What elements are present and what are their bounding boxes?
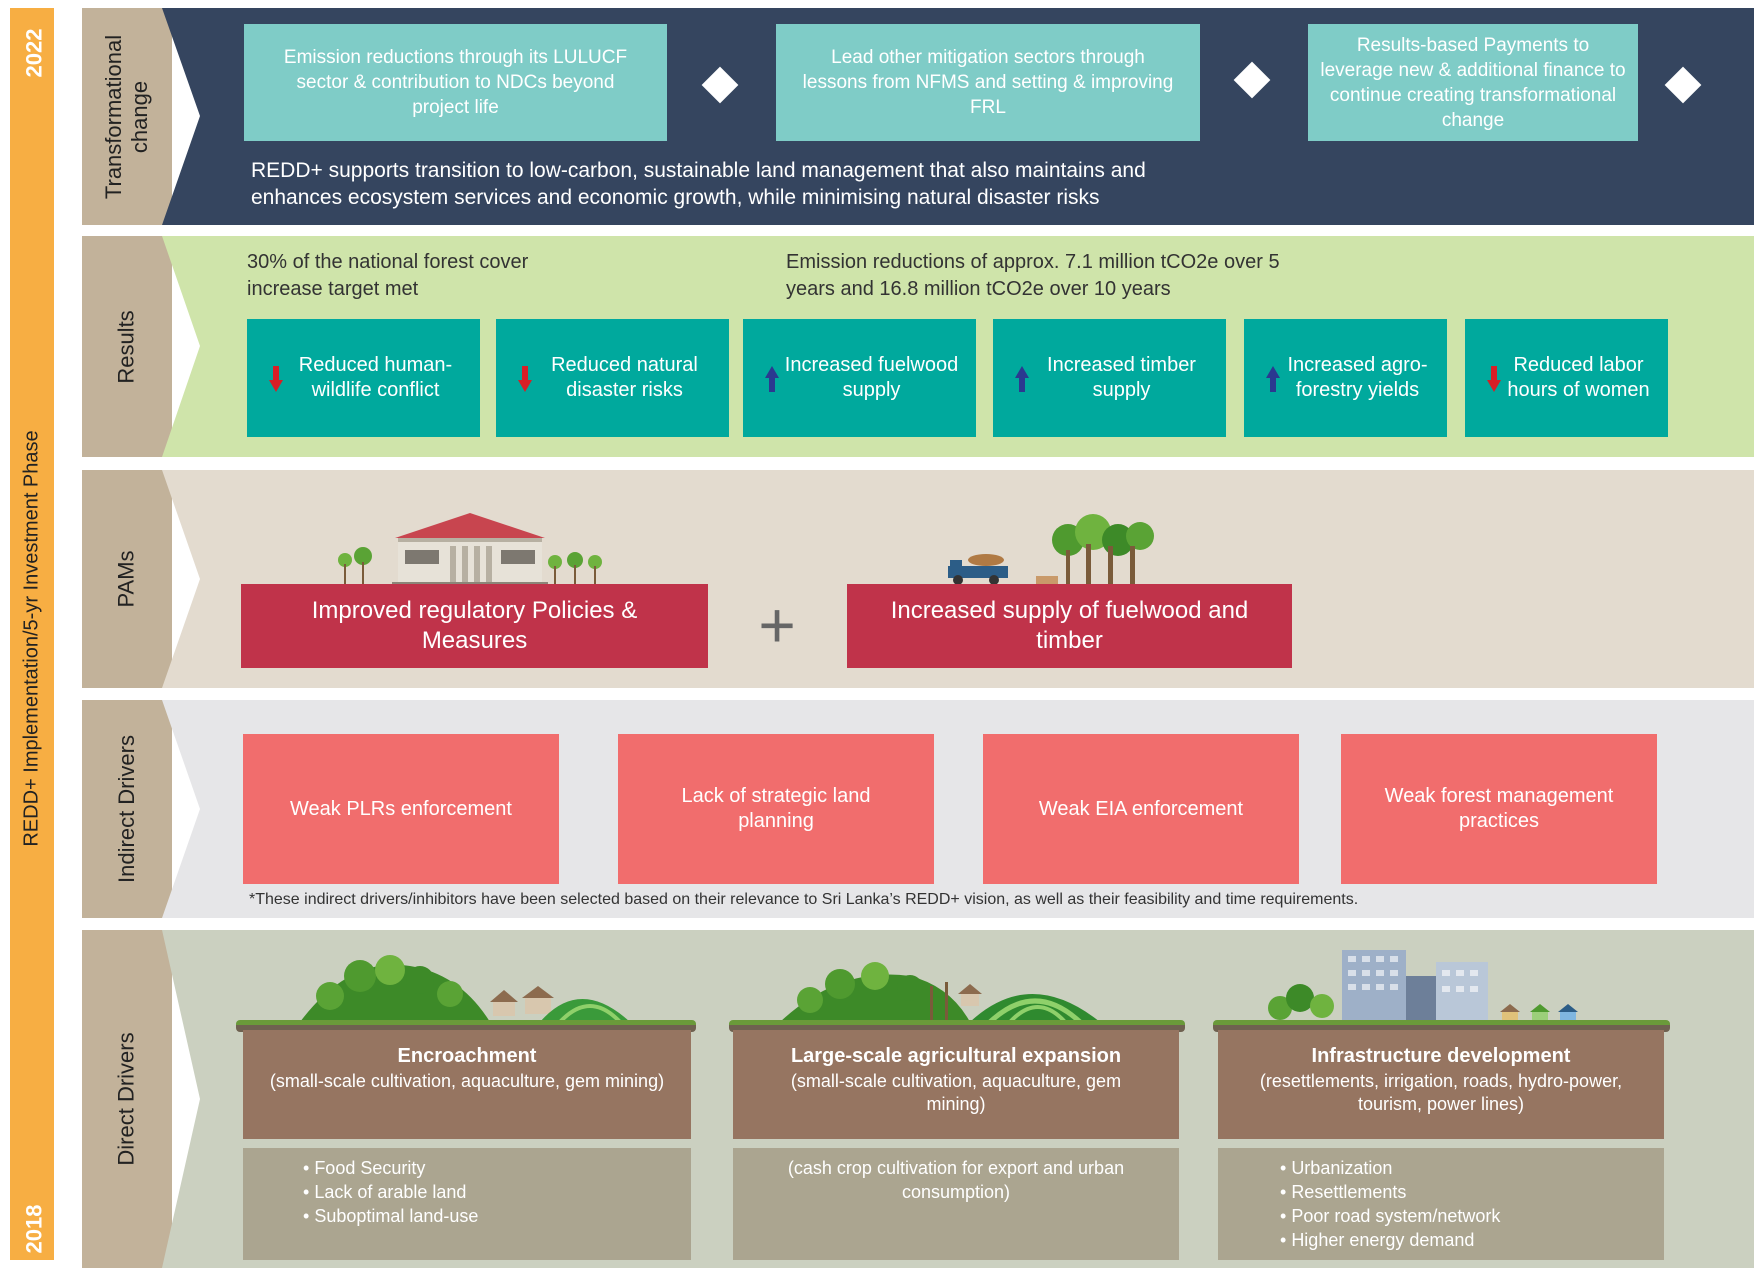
row-label-direct: Direct Drivers	[114, 1032, 140, 1166]
list-item: Suboptimal land-use	[303, 1204, 691, 1228]
arrow-down-icon	[518, 366, 532, 392]
result-box-2: Reduced natural disaster risks	[496, 319, 729, 437]
farm-fields-icon	[780, 962, 1100, 1022]
indirect-box-4: Weak forest management practices	[1341, 734, 1657, 884]
direct-driver-title: Large-scale agricultural expansion	[790, 1045, 1122, 1067]
row-label-transformational: Transformational change	[101, 34, 152, 199]
row-label-indirect: Indirect Drivers	[114, 735, 140, 883]
list-item: Resettlements	[1280, 1180, 1664, 1204]
result-box-4: Increased timber supply	[993, 319, 1226, 437]
pams-box-supply: Increased supply of fuelwood and timber	[847, 584, 1292, 668]
indirect-box-2: Lack of strategic land planning	[618, 734, 934, 884]
indirect-box-3: Weak EIA enforcement	[983, 734, 1299, 884]
transformation-box-2: Lead other mitigation sectors through le…	[776, 24, 1200, 141]
ground-strip	[1213, 1020, 1670, 1032]
timeline-label: REDD+ Implementation/5-yr Investment Pha…	[20, 429, 43, 847]
pams-box-policies: Improved regulatory Policies & Measures	[241, 584, 708, 668]
row-tab-transformational	[82, 8, 172, 225]
arrow-up-icon	[1015, 366, 1029, 392]
arrow-up-icon	[765, 366, 779, 392]
result-box-5: Increased agro-forestry yields	[1244, 319, 1447, 437]
row-tab-pams	[82, 470, 172, 688]
ground-strip	[236, 1020, 696, 1032]
arrow-down-icon	[269, 366, 283, 392]
direct-driver-subtitle: (small-scale cultivation, aquaculture, g…	[269, 1071, 665, 1091]
end-year: 2022	[21, 28, 47, 78]
direct-driver-subtitle: (resettlements, irrigation, roads, hydro…	[1259, 1071, 1623, 1114]
ground-strip	[729, 1020, 1185, 1032]
list-item: Higher energy demand	[1280, 1228, 1664, 1252]
timeline-bar: 2022 REDD+ Implementation/5-yr Investmen…	[10, 8, 54, 1260]
direct-driver-causes-2: (cash crop cultivation for export and ur…	[733, 1148, 1179, 1260]
result-box-6: Reduced labor hours of women	[1465, 319, 1668, 437]
arrow-down-icon	[1487, 366, 1501, 392]
row-label-results: Results	[113, 309, 139, 384]
direct-driver-causes-1: Food Security Lack of arable land Subopt…	[243, 1148, 691, 1260]
transformation-box-1: Emission reductions through its LULUCF s…	[244, 24, 667, 141]
direct-driver-subtitle: (small-scale cultivation, aquaculture, g…	[790, 1071, 1122, 1114]
indirect-drivers-note: *These indirect drivers/inhibitors have …	[249, 891, 1359, 908]
direct-driver-agriculture: Large-scale agricultural expansion (smal…	[733, 1030, 1179, 1139]
row-tab-indirect	[82, 700, 172, 918]
emission-reductions-text: Emission reductions of approx. 7.1 milli…	[786, 251, 1280, 300]
row-tab-results	[82, 236, 172, 457]
list-item: Food Security	[303, 1156, 691, 1180]
direct-driver-infrastructure: Infrastructure development (resettlement…	[1218, 1030, 1664, 1139]
list-item: Lack of arable land	[303, 1180, 691, 1204]
transformation-statement: REDD+ supports transition to low-carbon,…	[251, 159, 1146, 209]
direct-driver-title: Infrastructure development	[1311, 1045, 1571, 1067]
list-item: Poor road system/network	[1280, 1204, 1664, 1228]
plus-icon: +	[758, 589, 796, 661]
government-building-icon	[338, 513, 602, 586]
transformation-box-3: Results-based Payments to leverage new &…	[1308, 24, 1638, 141]
indirect-box-1: Weak PLRs enforcement	[243, 734, 559, 884]
forest-village-icon	[300, 955, 630, 1022]
timber-truck-trees-icon	[948, 514, 1154, 586]
start-year: 2018	[21, 1204, 47, 1254]
forest-cover-target: 30% of the national forest cover increas…	[247, 251, 529, 300]
city-buildings-icon	[1268, 950, 1578, 1022]
row-label-pams: PAMs	[113, 550, 139, 608]
list-item: Urbanization	[1280, 1156, 1664, 1180]
arrow-up-icon	[1266, 366, 1280, 392]
direct-driver-causes-3: Urbanization Resettlements Poor road sys…	[1218, 1148, 1664, 1260]
direct-driver-encroachment: Encroachment (small-scale cultivation, a…	[243, 1030, 691, 1139]
result-box-3: Increased fuelwood supply	[743, 319, 976, 437]
result-box-1: Reduced human-wildlife conflict	[247, 319, 480, 437]
row-tab-direct	[82, 930, 172, 1268]
direct-driver-title: Encroachment	[397, 1045, 537, 1067]
